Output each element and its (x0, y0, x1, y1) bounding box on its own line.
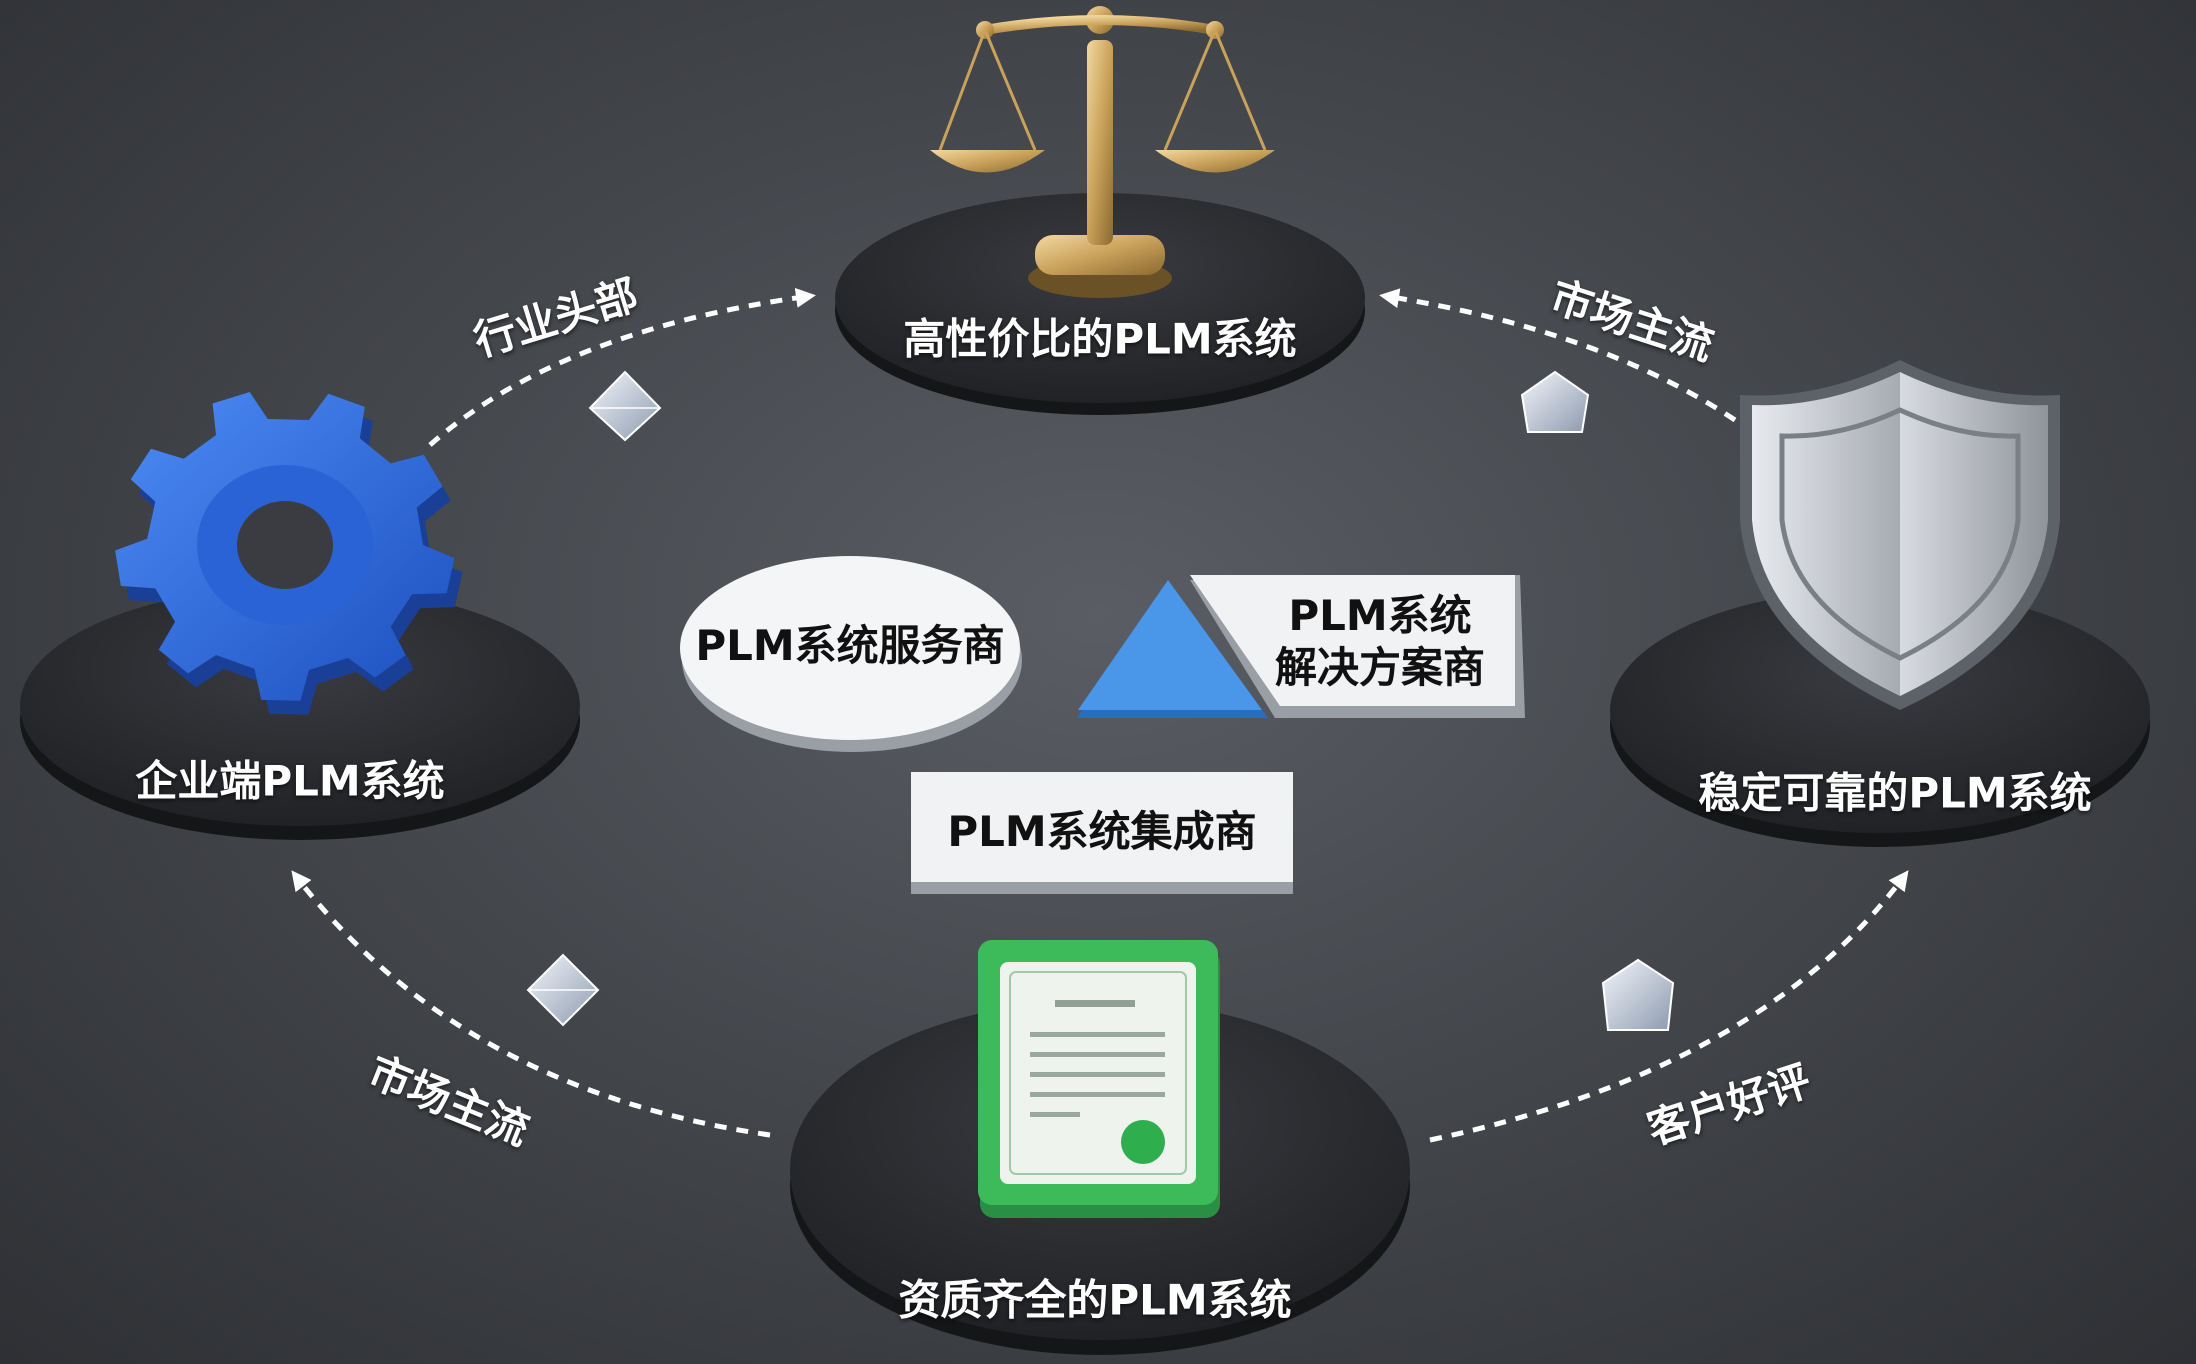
gear-hole (237, 501, 333, 589)
arrow-top-left (428, 287, 816, 447)
solution-provider-card (1190, 575, 1525, 718)
node-label-right: 稳定可靠的PLM系统 (1698, 768, 2092, 818)
integrator-label: PLM系统集成商 (947, 807, 1257, 856)
gear-icon (115, 392, 463, 715)
node-label-top: 高性价比的PLM系统 (903, 314, 1297, 364)
solution-provider-label-line2: 解决方案商 (1274, 643, 1485, 692)
arrow-bottom-left (291, 870, 771, 1138)
solution-provider-label-line1: PLM系统 (1288, 591, 1472, 640)
blue-triangle-shape (1077, 580, 1268, 718)
platform-right (1610, 589, 2150, 847)
diamond-gem-icon (1520, 370, 1590, 433)
integrator-card (911, 772, 1293, 894)
arrow-top-right (1379, 288, 1737, 423)
certificate-icon (978, 940, 1220, 1218)
balance-scale-icon (930, 6, 1275, 298)
diamond-gem-icon (588, 370, 662, 442)
service-provider-card (680, 556, 1022, 752)
diamond-gem-icon (526, 953, 600, 1027)
node-label-left: 企业端PLM系统 (135, 756, 445, 806)
arrow-bottom-right (1429, 870, 1909, 1143)
diamond-gem-icon (1601, 958, 1675, 1031)
service-provider-label: PLM系统服务商 (695, 621, 1005, 670)
node-label-bottom: 资质齐全的PLM系统 (898, 1275, 1292, 1325)
shield-icon (1740, 360, 2060, 710)
